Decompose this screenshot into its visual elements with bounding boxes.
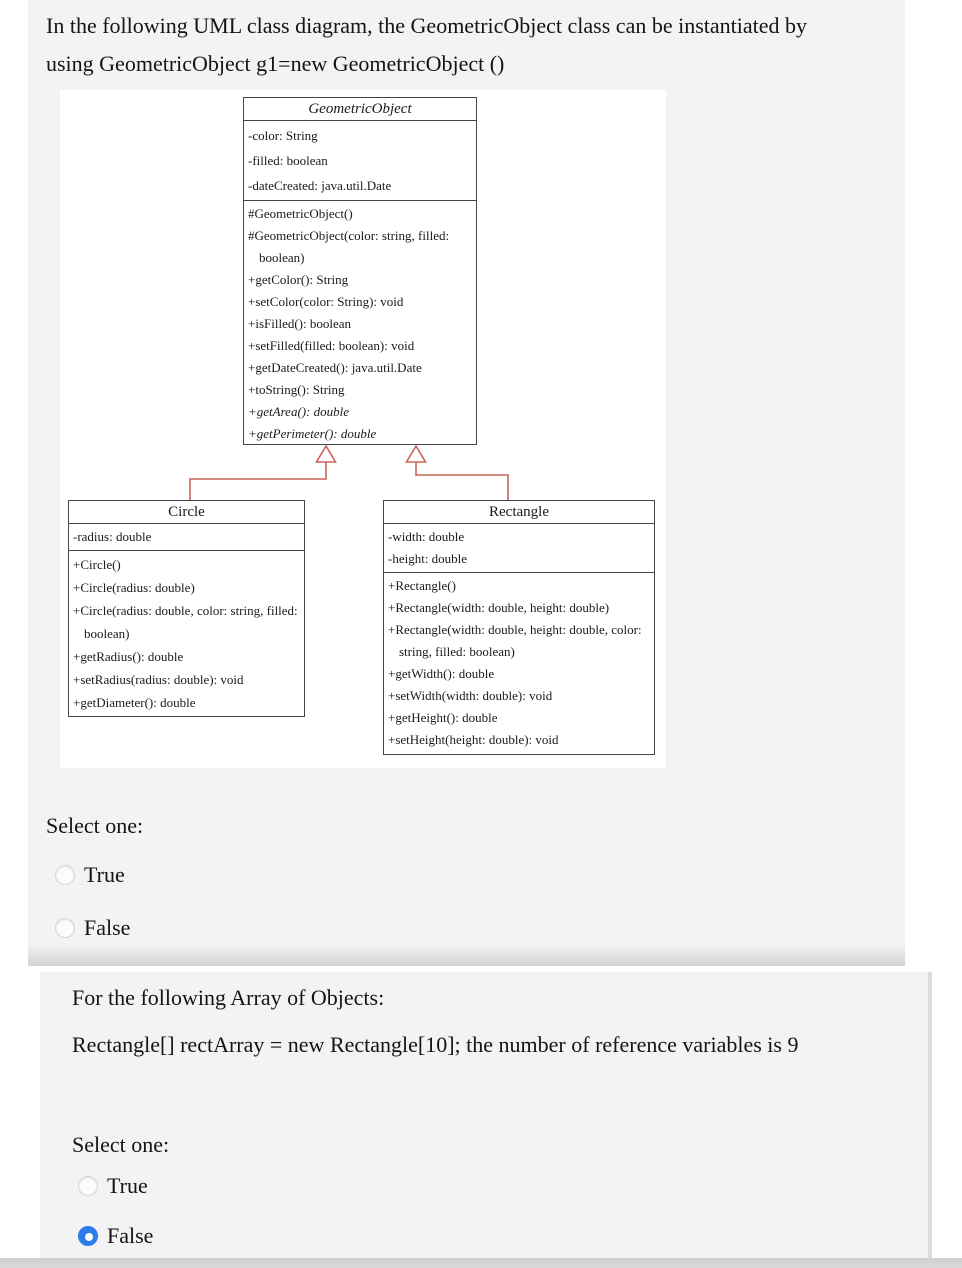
- uml-class-diagram-image: GeometricObject -color: String -filled: …: [60, 90, 666, 768]
- uml-attribute: -dateCreated: java.util.Date: [248, 178, 392, 193]
- uml-method: #GeometricObject(): [248, 206, 353, 221]
- uml-method: +Circle(radius: double): [73, 580, 195, 595]
- uml-method: +setFilled(filled: boolean): void: [248, 338, 415, 353]
- q2-true-radio[interactable]: [78, 1176, 98, 1196]
- uml-class-title: GeometricObject: [244, 98, 476, 121]
- q2-false-radio[interactable]: [78, 1226, 98, 1246]
- uml-class-geometricobject: GeometricObject -color: String -filled: …: [243, 97, 477, 445]
- uml-attribute: -width: double: [388, 529, 465, 544]
- q2-true-label: True: [107, 1173, 148, 1198]
- hollow-triangle-arrowhead: [315, 444, 337, 463]
- question-1-block: In the following UML class diagram, the …: [28, 0, 905, 966]
- q2-option-false[interactable]: False: [78, 1222, 153, 1250]
- uml-method: +isFilled(): boolean: [248, 316, 352, 331]
- uml-attribute: -height: double: [388, 551, 468, 566]
- uml-method: +getDateCreated(): java.util.Date: [248, 360, 422, 375]
- uml-method: +getHeight(): double: [388, 710, 498, 725]
- q2-false-label: False: [107, 1223, 154, 1248]
- uml-class-title: Rectangle: [384, 501, 654, 524]
- uml-attributes: -color: String -filled: boolean -dateCre…: [244, 121, 476, 201]
- uml-method: +Rectangle(): [388, 578, 456, 593]
- uml-method: +Rectangle(width: double, height: double…: [388, 622, 642, 659]
- q1-select-one-label: Select one:: [46, 813, 144, 838]
- uml-attributes: -radius: double: [69, 524, 304, 551]
- uml-method: +getWidth(): double: [388, 666, 495, 681]
- uml-attribute: -radius: double: [73, 529, 152, 544]
- uml-class-circle: Circle -radius: double +Circle() +Circle…: [68, 500, 305, 717]
- question-2-block: For the following Array of Objects: Rect…: [40, 972, 928, 1258]
- uml-class-title: Circle: [69, 501, 304, 524]
- uml-methods: +Circle() +Circle(radius: double) +Circl…: [69, 551, 304, 716]
- rectangle-inheritance-line: [415, 462, 509, 500]
- uml-method: +getColor(): String: [248, 272, 349, 287]
- uml-method-abstract: +getArea(): double: [248, 404, 350, 419]
- uml-method: +Rectangle(width: double, height: double…: [388, 600, 610, 615]
- uml-method: +Circle(): [73, 557, 121, 572]
- q1-option-false[interactable]: False: [55, 914, 130, 942]
- uml-methods: #GeometricObject() #GeometricObject(colo…: [244, 201, 476, 447]
- uml-method: +getRadius(): double: [73, 649, 184, 664]
- question-2-intro: For the following Array of Objects:: [72, 985, 385, 1010]
- uml-method: +Circle(radius: double, color: string, f…: [73, 603, 298, 641]
- uml-class-rectangle: Rectangle -width: double -height: double…: [383, 500, 655, 755]
- q1-false-radio[interactable]: [55, 918, 75, 938]
- page-bottom-strip: [0, 1258, 962, 1268]
- uml-method: +setRadius(radius: double): void: [73, 672, 244, 687]
- q2-option-true[interactable]: True: [78, 1172, 148, 1200]
- uml-method: +setHeight(height: double): void: [388, 732, 559, 747]
- uml-method: +setColor(color: String): void: [248, 294, 404, 309]
- q1-false-label: False: [84, 915, 131, 940]
- scrollbar-track[interactable]: [928, 972, 932, 1258]
- uml-methods: +Rectangle() +Rectangle(width: double, h…: [384, 573, 654, 753]
- hollow-triangle-arrowhead: [405, 444, 427, 463]
- uml-method-abstract: +getPerimeter(): double: [248, 426, 377, 441]
- uml-attribute: -color: String: [248, 128, 318, 143]
- q1-true-radio[interactable]: [55, 865, 75, 885]
- q2-select-one-label: Select one:: [72, 1132, 170, 1157]
- uml-method: +setWidth(width: double): void: [388, 688, 553, 703]
- question-1-text: In the following UML class diagram, the …: [46, 13, 808, 76]
- question-2-text: Rectangle[] rectArray = new Rectangle[10…: [72, 1032, 799, 1057]
- circle-inheritance-line: [189, 462, 327, 500]
- q1-true-label: True: [84, 862, 125, 887]
- q1-option-true[interactable]: True: [55, 861, 125, 889]
- uml-method: +toString(): String: [248, 382, 345, 397]
- uml-attribute: -filled: boolean: [248, 153, 328, 168]
- uml-attributes: -width: double -height: double: [384, 524, 654, 573]
- uml-method: #GeometricObject(color: string, filled: …: [248, 228, 450, 265]
- uml-method: +getDiameter(): double: [73, 695, 196, 710]
- uml-generalization-arrows: [189, 444, 509, 500]
